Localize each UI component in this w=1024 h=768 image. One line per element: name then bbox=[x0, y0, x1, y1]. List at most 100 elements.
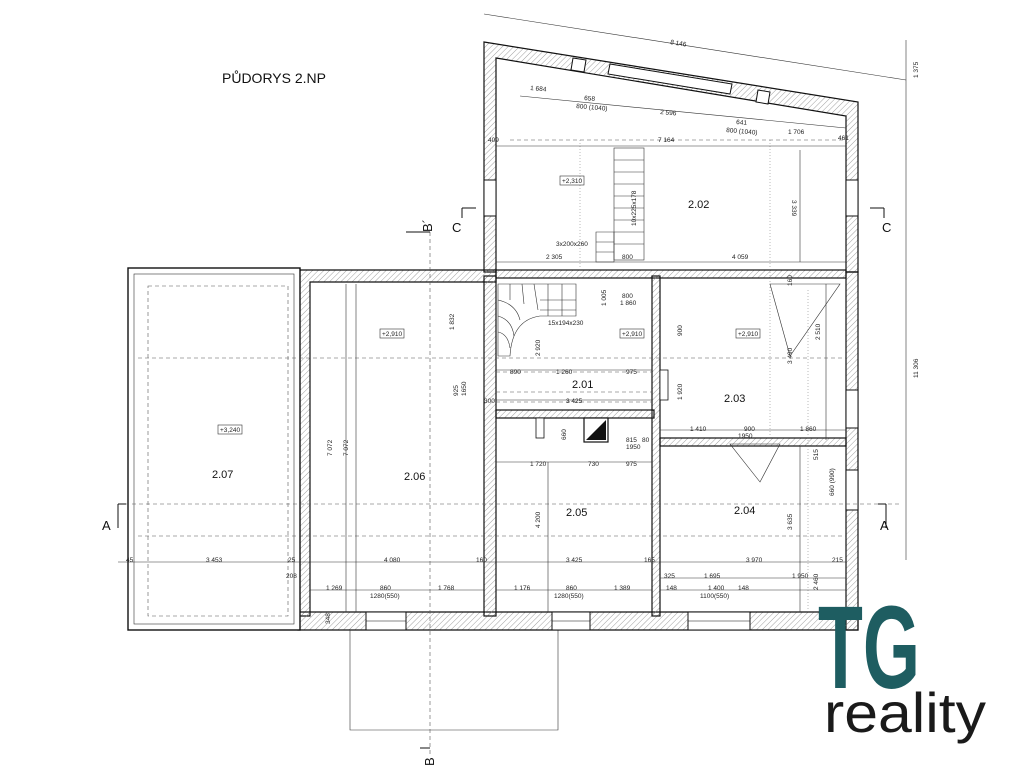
svg-text:1 920: 1 920 bbox=[677, 383, 684, 400]
svg-text:1 260: 1 260 bbox=[556, 369, 573, 376]
svg-text:325: 325 bbox=[664, 573, 675, 580]
svg-text:1 389: 1 389 bbox=[614, 585, 631, 592]
svg-text:2 305: 2 305 bbox=[546, 254, 563, 261]
svg-text:3x200x260: 3x200x260 bbox=[556, 241, 588, 248]
svg-text:8 146: 8 146 bbox=[670, 39, 688, 49]
svg-text:160: 160 bbox=[787, 275, 794, 286]
interior-walls bbox=[483, 269, 847, 617]
svg-text:15x194x230: 15x194x230 bbox=[548, 320, 584, 327]
svg-text:730: 730 bbox=[588, 461, 599, 468]
svg-text:860: 860 bbox=[566, 585, 577, 592]
east-windows bbox=[483, 179, 859, 511]
svg-text:3 635: 3 635 bbox=[787, 513, 794, 530]
dimension-lines bbox=[118, 13, 907, 612]
svg-text:925: 925 bbox=[453, 385, 460, 396]
svg-text:461: 461 bbox=[838, 135, 849, 142]
level-markers: +2,310 +2,910 +2,910 +2,910 +3,240 bbox=[217, 175, 761, 435]
brand-logo: TG reality bbox=[818, 582, 986, 744]
section-c-right-label: C bbox=[882, 220, 891, 235]
svg-text:45: 45 bbox=[126, 557, 134, 564]
east-main-wall bbox=[845, 271, 859, 631]
svg-text:208: 208 bbox=[286, 573, 297, 580]
room-204-label: 2.04 bbox=[734, 505, 755, 517]
svg-text:800: 800 bbox=[622, 293, 633, 300]
door-203 bbox=[659, 369, 669, 401]
section-a-left-label: A bbox=[102, 518, 111, 533]
section-a-right-label: A bbox=[880, 518, 889, 533]
svg-text:641: 641 bbox=[736, 119, 748, 127]
wall-203-west bbox=[651, 275, 661, 617]
svg-text:7 072: 7 072 bbox=[327, 439, 334, 456]
svg-text:1 269: 1 269 bbox=[326, 585, 343, 592]
room-205-label: 2.05 bbox=[566, 507, 587, 519]
svg-text:658: 658 bbox=[584, 95, 596, 103]
svg-text:1100(550): 1100(550) bbox=[700, 593, 729, 600]
room-203-label: 2.03 bbox=[724, 393, 745, 405]
terrace-inner bbox=[133, 273, 295, 625]
svg-text:515: 515 bbox=[813, 449, 820, 460]
svg-text:1 950: 1 950 bbox=[792, 573, 809, 580]
level-203: +2,910 bbox=[738, 331, 758, 338]
svg-text:3 970: 3 970 bbox=[746, 557, 763, 564]
svg-text:409: 409 bbox=[488, 137, 499, 144]
svg-text:1 860: 1 860 bbox=[800, 426, 817, 433]
svg-text:348: 348 bbox=[325, 613, 332, 624]
svg-text:1280(550): 1280(550) bbox=[370, 593, 400, 600]
room-201-label: 2.01 bbox=[572, 379, 593, 391]
svg-text:860: 860 bbox=[380, 585, 391, 592]
wall-201-south bbox=[495, 409, 655, 419]
svg-text:148: 148 bbox=[738, 585, 749, 592]
svg-text:1 375: 1 375 bbox=[913, 61, 920, 78]
svg-text:1650: 1650 bbox=[461, 381, 468, 396]
level-201: +2,910 bbox=[622, 331, 642, 338]
svg-text:800 (1040): 800 (1040) bbox=[576, 103, 608, 113]
svg-text:300: 300 bbox=[484, 398, 495, 405]
svg-text:7 164: 7 164 bbox=[658, 137, 675, 144]
svg-text:215: 215 bbox=[832, 557, 843, 564]
room-206-label: 2.06 bbox=[404, 471, 425, 483]
logo-word: reality bbox=[824, 681, 986, 744]
svg-text:3 453: 3 453 bbox=[206, 557, 223, 564]
svg-text:1 706: 1 706 bbox=[788, 129, 805, 136]
svg-text:1 400: 1 400 bbox=[708, 585, 725, 592]
svg-text:3 425: 3 425 bbox=[566, 398, 583, 405]
terrace-outline bbox=[127, 267, 301, 631]
svg-text:80: 80 bbox=[642, 437, 650, 444]
svg-text:975: 975 bbox=[626, 369, 637, 376]
svg-text:800 (1040): 800 (1040) bbox=[726, 127, 758, 137]
level-206: +2,910 bbox=[382, 331, 402, 338]
svg-text:11 306: 11 306 bbox=[913, 358, 920, 378]
section-markers: A A C C B´ B bbox=[102, 207, 900, 766]
svg-text:975: 975 bbox=[626, 461, 637, 468]
svg-text:4 200: 4 200 bbox=[535, 511, 542, 528]
svg-text:160: 160 bbox=[476, 557, 487, 564]
room-labels: 2.02 2.01 2.03 2.04 2.05 2.06 2.07 bbox=[212, 199, 755, 519]
svg-text:1 720: 1 720 bbox=[530, 461, 547, 468]
svg-text:4 080: 4 080 bbox=[384, 557, 401, 564]
svg-text:3 425: 3 425 bbox=[566, 557, 583, 564]
svg-text:148: 148 bbox=[666, 585, 677, 592]
door-205 bbox=[535, 417, 545, 439]
stairs-201 bbox=[497, 283, 577, 357]
svg-text:1 684: 1 684 bbox=[530, 85, 547, 93]
wall-203-south bbox=[659, 437, 847, 447]
north-windows bbox=[570, 57, 771, 105]
svg-text:2 596: 2 596 bbox=[660, 109, 677, 117]
svg-text:900: 900 bbox=[744, 426, 755, 433]
svg-text:890: 890 bbox=[510, 369, 521, 376]
stairs-202 bbox=[595, 147, 645, 263]
level-202: +2,310 bbox=[562, 178, 582, 185]
svg-text:3 490: 3 490 bbox=[787, 347, 794, 364]
svg-text:815: 815 bbox=[626, 437, 637, 444]
logo-mark: TG bbox=[818, 582, 920, 714]
svg-text:2 460: 2 460 bbox=[813, 573, 820, 590]
svg-text:1950: 1950 bbox=[626, 444, 641, 451]
svg-text:1 695: 1 695 bbox=[704, 573, 721, 580]
chimney bbox=[583, 417, 609, 443]
svg-text:660: 660 bbox=[561, 429, 568, 440]
balcony-outline bbox=[349, 630, 559, 731]
svg-text:2 920: 2 920 bbox=[535, 339, 542, 356]
section-b-label: B bbox=[422, 757, 437, 766]
svg-text:800: 800 bbox=[622, 254, 633, 261]
